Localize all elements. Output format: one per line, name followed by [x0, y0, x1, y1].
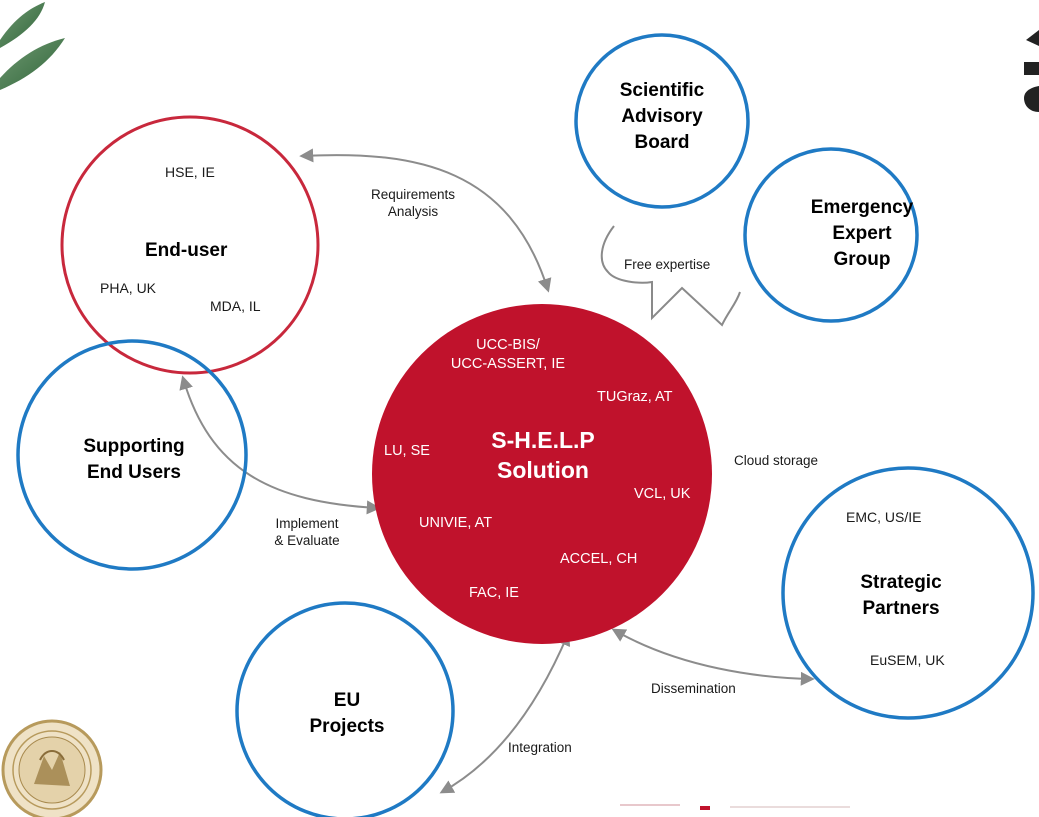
- core-partner-tugraz: TUGraz, AT: [597, 389, 673, 405]
- strategic-partner-emc: EMC, US/IE: [846, 509, 922, 525]
- leaf-logo-icon: [0, 2, 65, 90]
- core-partner-ucc: UCC-BIS/ UCC-ASSERT, IE: [451, 336, 565, 374]
- eu-projects-circle: [235, 601, 455, 817]
- requirements-analysis-label-text: Requirements Analysis: [370, 187, 456, 219]
- strategic-partners-circle: [781, 466, 1035, 720]
- implement-evaluate-arrow: [179, 375, 381, 515]
- eu-projects-title-text: EU Projects: [309, 690, 385, 737]
- requirements-analysis-arrow: [299, 148, 552, 293]
- dissemination-arrow: [611, 628, 815, 686]
- core-partner-vcl: VCL, UK: [634, 486, 691, 502]
- core-partner-lu: LU, SE: [384, 443, 430, 459]
- implement-evaluate-label-text: Implement & Evaluate: [274, 516, 340, 548]
- shelp-core-circle: [372, 304, 712, 644]
- integration-label: Integration: [508, 740, 572, 755]
- cropped-logo-icon: [1024, 30, 1039, 112]
- emergency-expert-group-circle: [743, 147, 919, 323]
- end-user-circle: [60, 115, 320, 375]
- end-user-title: End-user: [145, 240, 228, 261]
- core-partner-fac: FAC, IE: [469, 585, 519, 601]
- emergency-expert-group-title-text: Emergency Expert Group: [810, 197, 914, 270]
- integration-arrow: [439, 631, 571, 794]
- strategic-partner-eusem: EuSEM, UK: [870, 652, 945, 668]
- scientific-advisory-board-title: Scientific Advisory Board: [620, 78, 704, 156]
- university-seal-icon: [1, 719, 103, 817]
- scientific-advisory-board-circle: [574, 33, 750, 209]
- requirements-analysis-label: Requirements Analysis: [371, 186, 455, 220]
- cloud-storage-label: Cloud storage: [734, 453, 819, 468]
- free-expertise-label: Free expertise: [624, 257, 711, 272]
- end-user-member-hse: HSE, IE: [165, 164, 215, 180]
- core-partner-ucc-text: UCC-BIS/ UCC-ASSERT, IE: [450, 337, 566, 372]
- strategic-partners-title: Strategic Partners: [860, 570, 941, 622]
- implement-evaluate-label: Implement & Evaluate: [274, 515, 339, 549]
- free-expertise-bracket: [600, 225, 741, 327]
- supporting-end-users-title: Supporting End Users: [83, 434, 184, 486]
- shelp-solution-title-text: S-H.E.L.P Solution: [491, 427, 595, 483]
- emergency-expert-group-title: Emergency Expert Group: [811, 195, 913, 273]
- supporting-end-users-title-text: Supporting End Users: [83, 436, 185, 483]
- dissemination-label: Dissemination: [651, 681, 736, 696]
- core-partner-univie: UNIVIE, AT: [419, 515, 493, 531]
- core-partner-accel: ACCEL, CH: [560, 551, 638, 567]
- end-user-member-pha: PHA, UK: [100, 280, 157, 296]
- page-footer-fragment: [620, 804, 850, 810]
- scientific-advisory-board-title-text: Scientific Advisory Board: [619, 80, 705, 153]
- supporting-end-users-circle: [16, 339, 248, 571]
- strategic-partners-title-text: Strategic Partners: [860, 572, 942, 619]
- eu-projects-title: EU Projects: [310, 688, 385, 740]
- shelp-solution-title: S-H.E.L.P Solution: [491, 425, 595, 485]
- end-user-member-mda: MDA, IL: [210, 298, 261, 314]
